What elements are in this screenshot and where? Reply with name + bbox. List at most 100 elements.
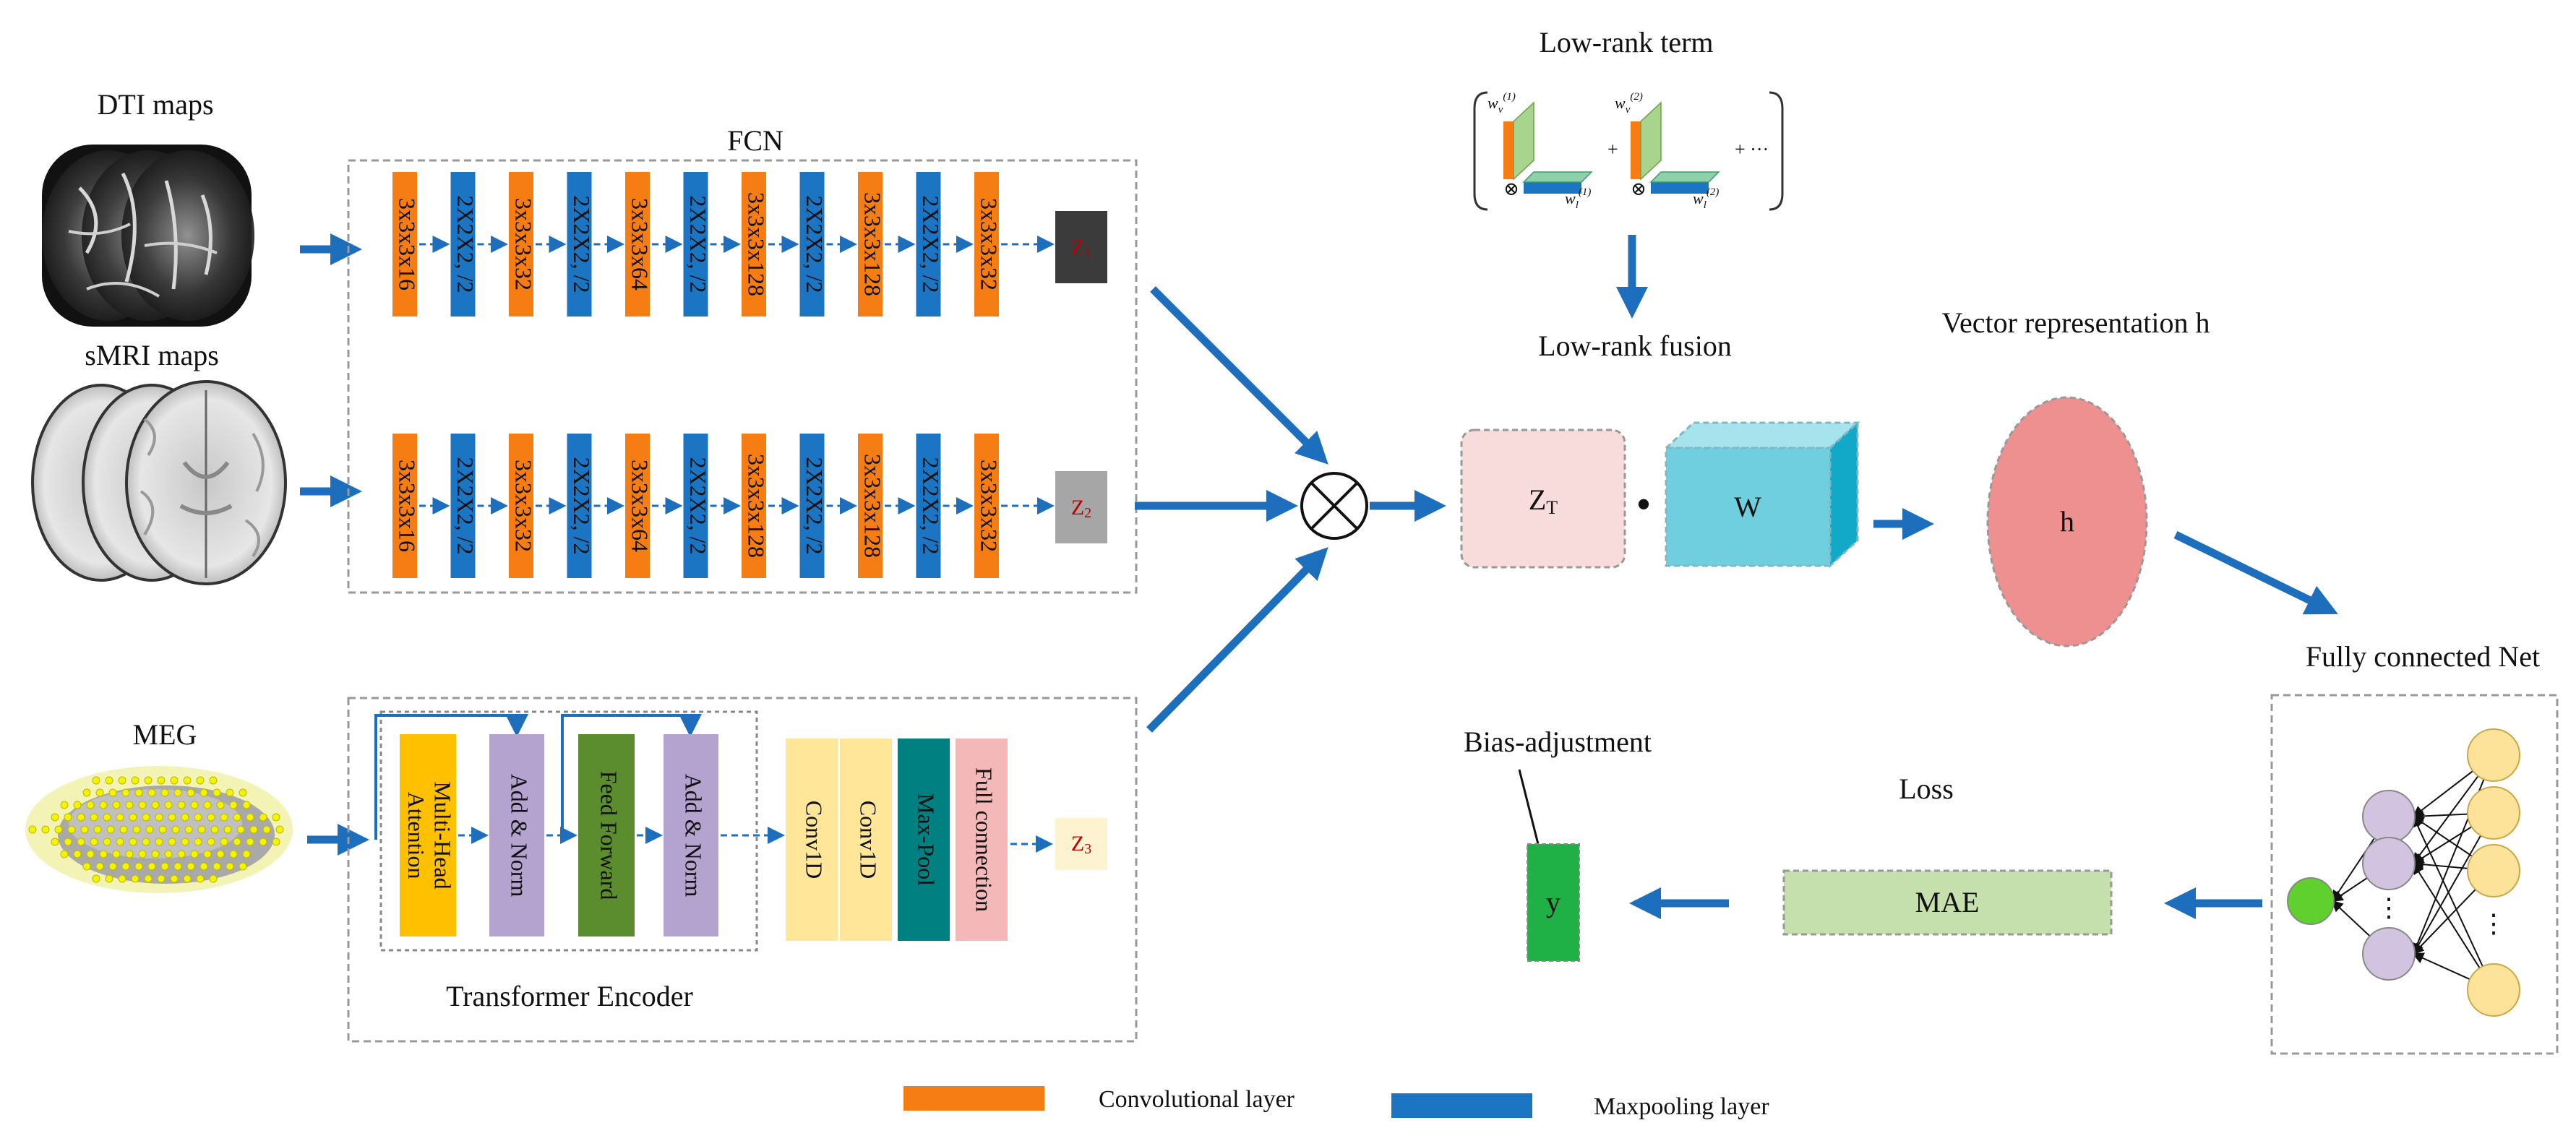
- meg-sensor-dot: [103, 838, 111, 846]
- multi-head-attention-block: [400, 734, 456, 937]
- maxpool-block-label: Max-Pool: [914, 793, 940, 886]
- meg-sensor-dot: [209, 776, 218, 785]
- meg-sensor-dot: [67, 825, 76, 834]
- meg-sensor-dot: [155, 838, 163, 846]
- fc-net-label: Fully connected Net: [2306, 640, 2540, 673]
- fc-input-node-2: [2467, 786, 2520, 840]
- smri-maxpool-layer-8: [799, 434, 825, 578]
- meg-sensor-dot: [196, 874, 205, 883]
- zt-label: ZT: [1529, 483, 1558, 518]
- dti-layer-label-1: 3x3x3x16: [395, 198, 421, 290]
- meg-sensor-dot: [138, 801, 147, 809]
- meg-sensor-dot: [142, 813, 150, 822]
- meg-sensor-dot: [236, 825, 245, 834]
- meg-sensor-dot: [134, 788, 143, 797]
- smri-layer-label-2: 2X2X2, /2: [452, 457, 478, 554]
- smri-conv-layer-3: [509, 434, 533, 578]
- meg-sensor-dot: [160, 788, 169, 797]
- meg-sensor-dot: [220, 813, 228, 822]
- meg-sensor-dot: [246, 838, 254, 846]
- z1-to-fusion-arrow: [1150, 286, 1328, 465]
- meg-sensor-dot: [194, 838, 202, 846]
- meg-sensor-dot: [118, 776, 126, 785]
- meg-sensor-dot: [173, 788, 182, 797]
- h-label: h: [2060, 505, 2074, 538]
- z3-box: [1055, 818, 1107, 870]
- add-norm-block-1-label: Add & Norm: [507, 774, 533, 897]
- z1-box: [1055, 211, 1107, 283]
- fc-hidden-node-2: [2362, 837, 2416, 890]
- fc-edge: [2411, 754, 2494, 955]
- meg-sensor-dot: [116, 838, 124, 846]
- lowrank-otimes-1: ⊗: [1503, 178, 1519, 199]
- transformer-outer-box: [347, 697, 1138, 1043]
- transformer-title: Transformer Encoder: [446, 980, 693, 1012]
- lowrank-wl2-label: wl(2): [1693, 186, 1719, 211]
- meg-sensor-dot: [129, 813, 137, 822]
- meg-sensor-dot: [95, 862, 104, 871]
- dti-conv-layer-11: [974, 172, 999, 317]
- smri-layer-label-10: 2X2X2, /2: [918, 457, 944, 554]
- meg-sensor-dot: [233, 813, 241, 822]
- meg-sensor-dot: [194, 813, 202, 822]
- meg-sensor-dot: [129, 838, 137, 846]
- fc-input-node-3: [2467, 844, 2520, 897]
- y-box: [1527, 843, 1580, 962]
- mae-label: MAE: [1915, 886, 1980, 918]
- meg-sensor-dot: [242, 850, 251, 858]
- lowrank-wv1-label: wv(1): [1487, 91, 1516, 116]
- meg-sensor-dot: [103, 813, 111, 822]
- dti-brain-image: [42, 145, 254, 327]
- dti-maxpool-layer-10: [916, 172, 941, 317]
- full-connection-block-label: Full connection: [971, 767, 997, 912]
- meg-sensor-dot: [92, 776, 100, 785]
- fc-edge: [2412, 815, 2494, 991]
- z3-label: Z3: [1071, 832, 1091, 857]
- meg-sensor-dot: [203, 850, 212, 858]
- smri-layer-label-4: 2X2X2, /2: [569, 457, 595, 554]
- meg-sensor-dot: [142, 838, 150, 846]
- meg-sensor-dot: [106, 825, 115, 834]
- smri-maxpool-layer-2: [450, 434, 476, 578]
- smri-layer-label-5: 3x3x3x64: [627, 460, 653, 552]
- feed-forward-block: [578, 734, 635, 937]
- conv1d-block-1: [786, 739, 838, 941]
- meg-sensor-dot: [170, 874, 179, 883]
- meg-sensor-dot: [259, 838, 267, 846]
- meg-sensor-dot: [28, 825, 37, 834]
- meg-sensor-dot: [151, 850, 160, 858]
- dti-conv-layer-1: [392, 172, 417, 317]
- smri-conv-layer-5: [625, 434, 650, 578]
- bias-adjustment-pointer: [1518, 769, 1540, 845]
- fc-hidden-node-3: [2362, 927, 2416, 981]
- meg-sensor-dot: [160, 862, 169, 871]
- meg-sensor-dot: [92, 874, 100, 883]
- dti-layer-label-3: 3x3x3x32: [511, 198, 537, 290]
- lowrank-term-label: Low-rank term: [1539, 26, 1713, 59]
- meg-sensor-dot: [144, 776, 153, 785]
- meg-sensor-dot: [73, 850, 82, 858]
- mae-box: [1782, 869, 2113, 936]
- dti-layer-label-2: 2X2X2, /2: [452, 195, 478, 293]
- meg-sensor-dot: [239, 788, 247, 797]
- dti-layer-label-9: 3x3x3x128: [860, 192, 886, 296]
- meg-sensor-dot: [112, 850, 121, 858]
- smri-conv-layer-7: [742, 434, 766, 578]
- meg-sensor-dot: [209, 874, 218, 883]
- fcn-box: [347, 159, 1138, 594]
- meg-sensor-dot: [233, 838, 241, 846]
- meg-sensor-dot: [181, 838, 189, 846]
- zt-box: [1460, 429, 1626, 569]
- dti-layer-label-11: 3x3x3x32: [976, 198, 1003, 290]
- dti-conv-layer-9: [858, 172, 883, 317]
- fusion-dot: •: [1636, 481, 1651, 528]
- lowrank-term-illustration: [1473, 91, 1784, 211]
- meg-sensor-dot: [186, 788, 195, 797]
- dti-conv-layer-3: [509, 172, 533, 317]
- vector-representation-label: Vector representation h: [1942, 306, 2210, 339]
- fc-input-node-4: [2467, 963, 2520, 1017]
- meg-sensor-dot: [116, 813, 124, 822]
- fc-input-layer: [2467, 728, 2520, 1017]
